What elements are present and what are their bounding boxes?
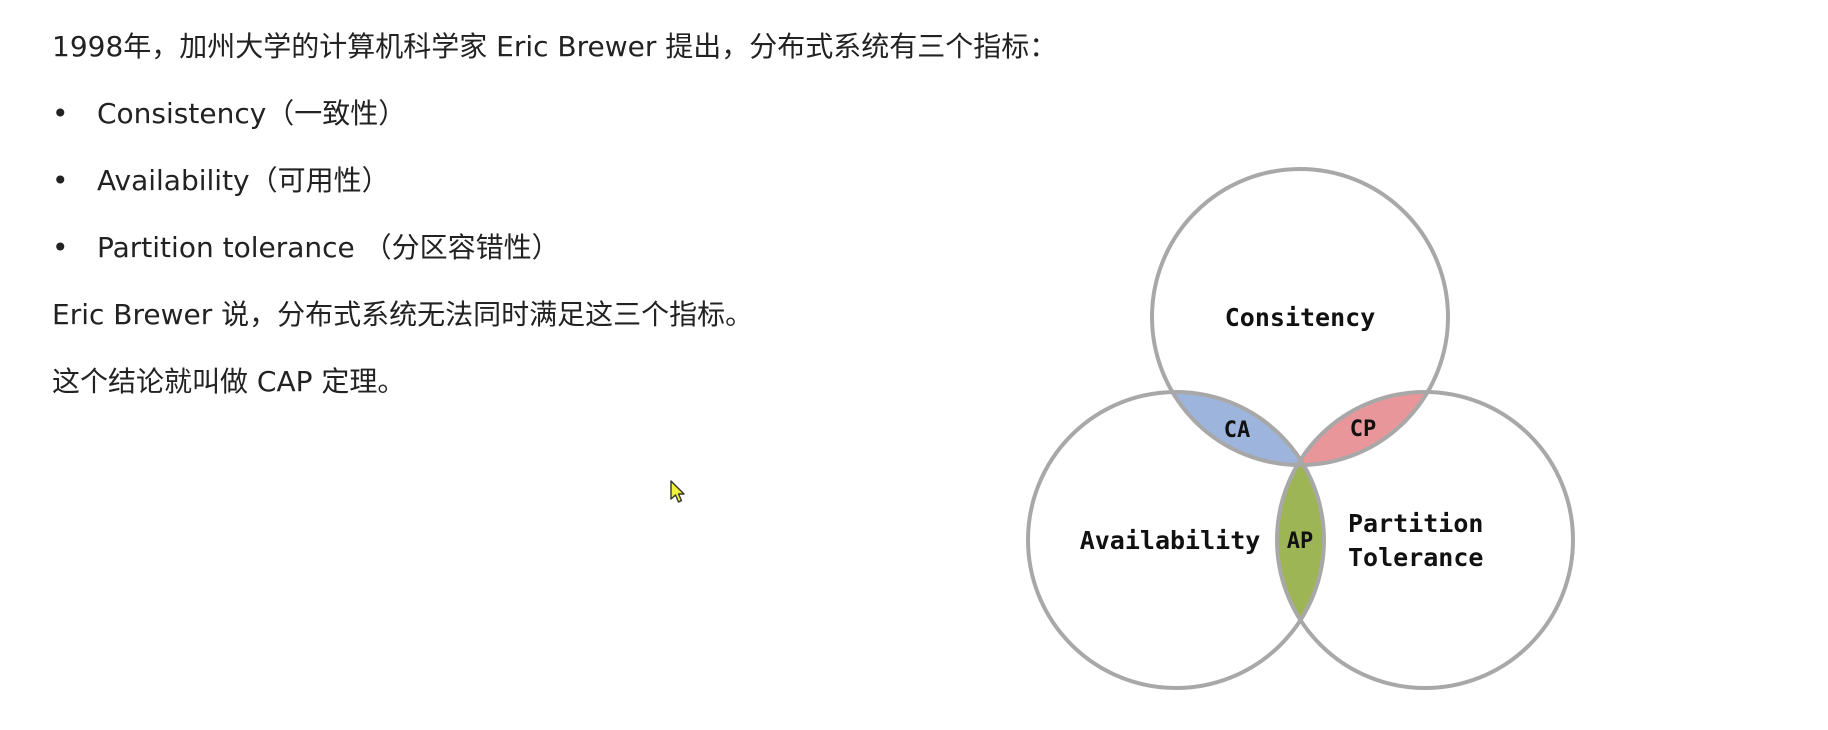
cap-text-block: 1998年，加州大学的计算机科学家 Eric Brewer 提出，分布式系统有三… <box>52 28 1152 430</box>
bullet-dot: • <box>52 231 69 264</box>
mouse-cursor-icon <box>670 480 685 503</box>
intro-text: 1998年，加州大学的计算机科学家 Eric Brewer 提出，分布式系统有三… <box>52 30 1058 63</box>
overlap-ap-label: AP <box>1287 529 1314 554</box>
partition-tolerance-circle <box>1275 390 1575 690</box>
overlap-cp-label: CP <box>1350 417 1377 442</box>
bullet-item-partition-tolerance: • Partition tolerance （分区容错性） <box>52 229 1152 267</box>
bullet-label: Partition tolerance （分区容错性） <box>97 231 560 264</box>
bullet-item-consistency: • Consistency（一致性） <box>52 95 1152 133</box>
consistency-circle <box>1150 167 1450 467</box>
consistency-label: Consitency <box>1225 303 1376 332</box>
bullet-dot: • <box>52 97 69 130</box>
conclusion-text: 这个结论就叫做 CAP 定理。 <box>52 365 406 398</box>
statement-text: Eric Brewer 说，分布式系统无法同时满足这三个指标。 <box>52 298 754 331</box>
cap-venn-diagram: Consitency Availability Partition Tolera… <box>1026 167 1575 690</box>
availability-circle <box>1026 390 1326 690</box>
partition-label-line2: Tolerance <box>1348 543 1483 572</box>
overlap-ca-label: CA <box>1224 418 1251 443</box>
availability-label: Availability <box>1080 526 1261 555</box>
bullet-item-availability: • Availability（可用性） <box>52 162 1152 200</box>
bullet-label: Availability（可用性） <box>97 164 390 197</box>
partition-label-line1: Partition <box>1348 509 1483 538</box>
bullet-dot: • <box>52 164 69 197</box>
bullet-label: Consistency（一致性） <box>97 97 407 130</box>
